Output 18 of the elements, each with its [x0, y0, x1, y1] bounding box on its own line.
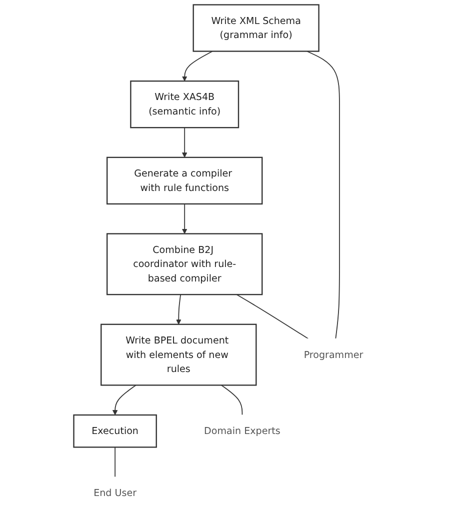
node-box: Execution: [72, 414, 157, 448]
node-box: Write XAS4B (semantic info): [130, 80, 239, 128]
connector: [236, 294, 308, 340]
node-text: End User: [93, 487, 136, 498]
arrow: [182, 50, 213, 82]
arrow: [112, 384, 136, 416]
arrow: [182, 127, 187, 158]
node-box: Generate a compiler with rule functions: [106, 156, 262, 205]
connector: [306, 50, 340, 340]
node-box: Write XML Schema (grammar info): [192, 4, 319, 52]
connector: [220, 384, 242, 416]
connector: [114, 446, 116, 478]
node-text: Domain Experts: [204, 425, 280, 436]
node-text: Programmer: [303, 348, 363, 360]
arrow: [182, 203, 187, 234]
arrow: [176, 294, 181, 325]
node-box: Write BPEL document with elements of new rules: [100, 324, 256, 386]
node-box: Combine B2J coordinator with rule-based compiler: [106, 233, 262, 296]
